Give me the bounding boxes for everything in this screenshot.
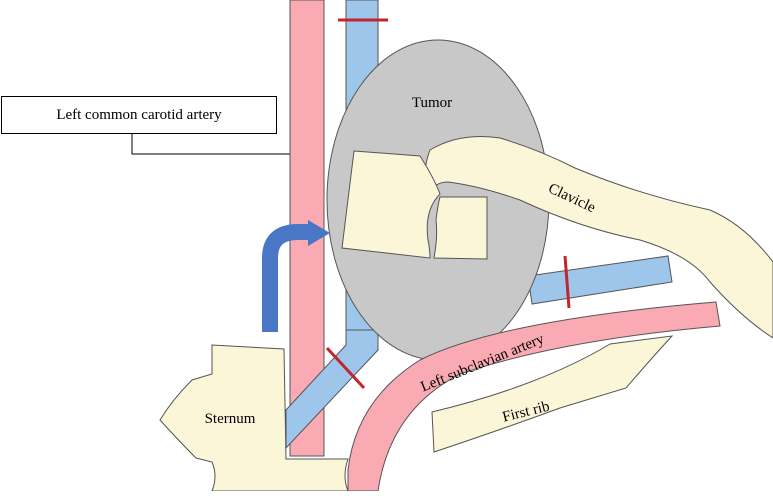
vein-subclavian <box>527 255 673 305</box>
clavicle-fragment-left <box>341 150 441 259</box>
left-subclavian-artery <box>347 301 721 492</box>
clavicle-fragment-right <box>433 196 488 260</box>
clavicle-bone <box>423 136 773 339</box>
sternum-label: Sternum <box>205 411 256 427</box>
carotid-callout-label: Left common carotid artery <box>56 106 222 123</box>
first-rib-bone <box>431 335 674 453</box>
sternum-bone <box>159 344 349 492</box>
ligation-mark-brachiocephalic <box>325 346 366 390</box>
tumor-label: Tumor <box>412 95 452 111</box>
flow-arrow-head <box>308 220 330 246</box>
carotid-callout-leader <box>131 134 290 155</box>
ligation-mark-subclavian-vein <box>563 255 571 309</box>
flow-arrow <box>262 224 310 332</box>
carotid-callout-box: Left common carotid artery <box>1 96 277 134</box>
